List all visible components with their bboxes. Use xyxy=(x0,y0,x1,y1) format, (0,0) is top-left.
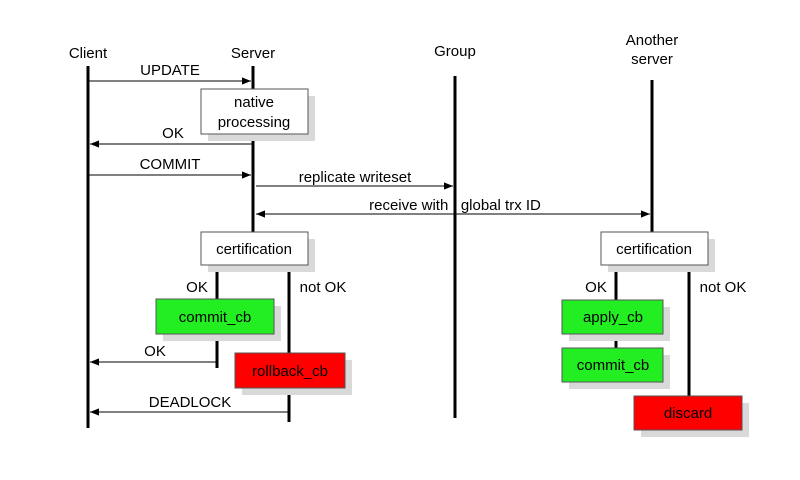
message-replicate-label: replicate writeset xyxy=(299,169,412,186)
box-apply-cb-label: apply_cb xyxy=(583,309,643,326)
branch-another-not-ok-label: not OK xyxy=(700,279,747,296)
box-certification-another-label: certification xyxy=(616,241,692,258)
branch-server-not-ok-label: not OK xyxy=(300,279,347,296)
message-ok-native-label: OK xyxy=(162,125,184,142)
box-rollback-cb: rollback_cb xyxy=(234,352,352,395)
box-commit-cb-server-label: commit_cb xyxy=(179,309,252,326)
box-commit-cb-another-label: commit_cb xyxy=(577,357,650,374)
box-native-processing: native processing xyxy=(200,88,315,141)
message-ok-commit-label: OK xyxy=(144,343,166,360)
branch-another-ok-label: OK xyxy=(585,279,607,296)
box-commit-cb-server: commit_cb xyxy=(155,298,281,341)
box-certification-server: certification xyxy=(200,231,315,272)
box-commit-cb-another: commit_cb xyxy=(561,347,670,389)
box-rollback-cb-label: rollback_cb xyxy=(252,363,328,380)
message-deadlock-label: DEADLOCK xyxy=(149,394,232,411)
message-update-label: UPDATE xyxy=(140,62,200,79)
message-commit-label: COMMIT xyxy=(140,156,201,173)
actor-client-label: Client xyxy=(69,45,108,62)
box-native-label-line2: processing xyxy=(218,114,291,131)
actor-group-label: Group xyxy=(434,43,476,60)
actor-another-server-label-line1: Another xyxy=(626,32,679,49)
message-receive-label: receive with global trx ID xyxy=(369,197,541,214)
branch-server-ok-label: OK xyxy=(186,279,208,296)
actor-another-server-label-line2: server xyxy=(631,51,673,68)
box-certification-server-label: certification xyxy=(216,241,292,258)
box-certification-another: certification xyxy=(600,231,715,272)
box-discard: discard xyxy=(633,395,749,437)
actor-server-label: Server xyxy=(231,45,275,62)
box-discard-label: discard xyxy=(664,405,712,422)
box-native-label-line1: native xyxy=(234,94,274,111)
box-apply-cb: apply_cb xyxy=(561,299,670,341)
